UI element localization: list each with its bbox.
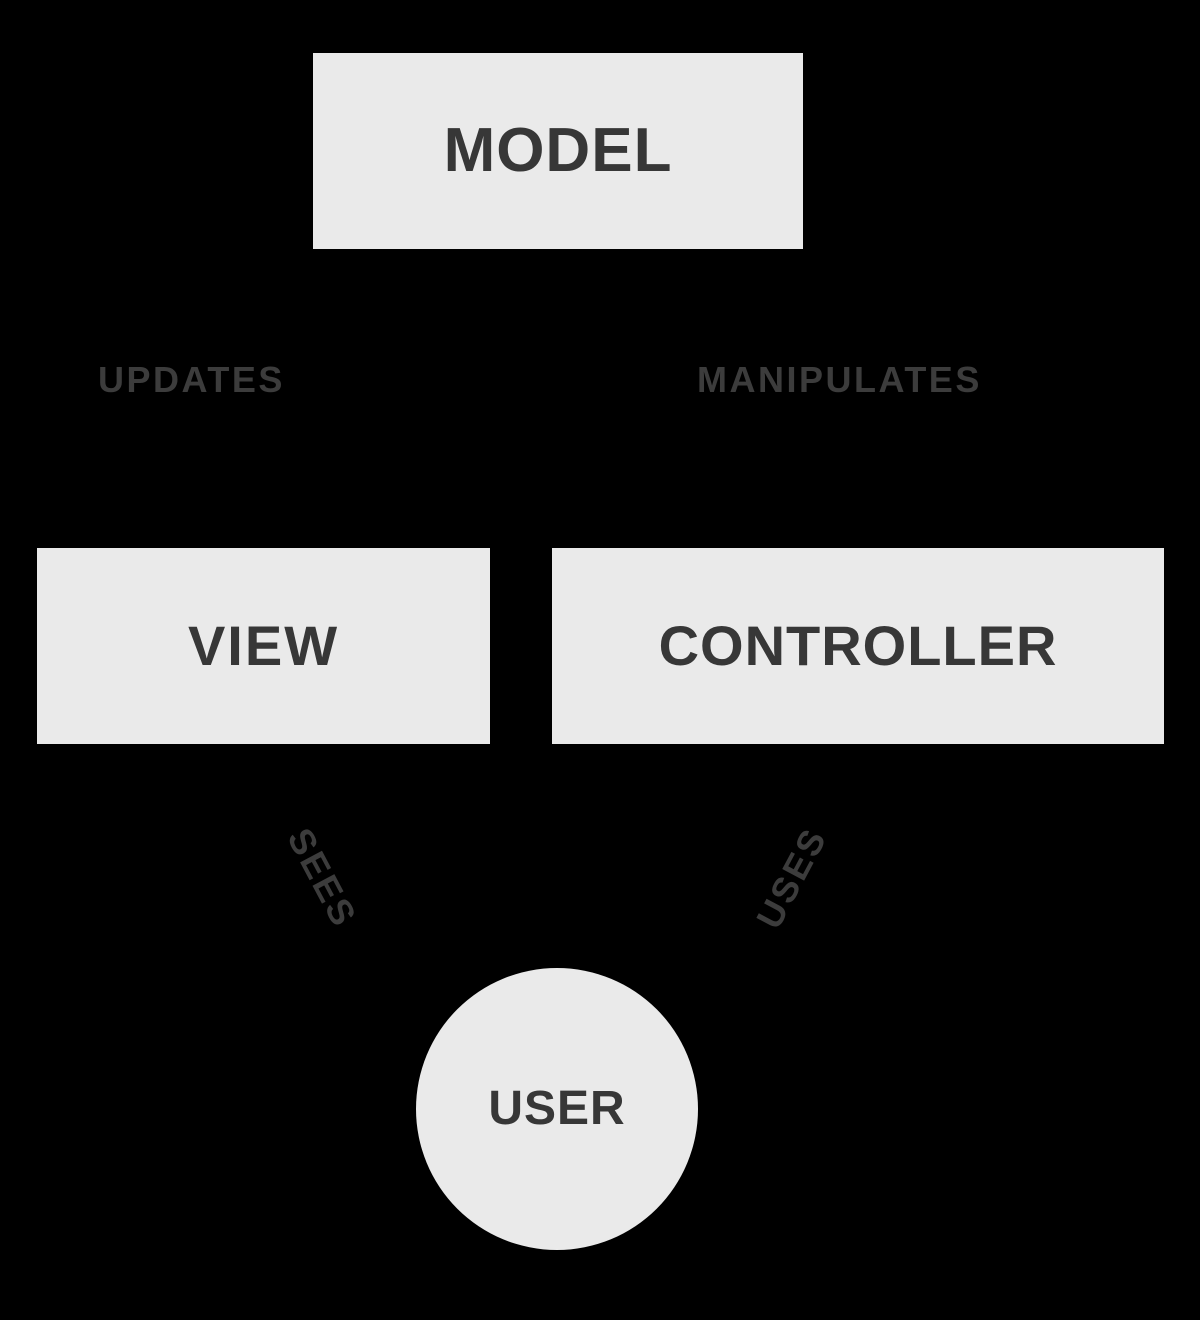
node-user-label: USER	[488, 1082, 626, 1135]
node-view-label: VIEW	[187, 614, 340, 677]
edge-label-updates: UPDATES	[98, 359, 285, 400]
node-view[interactable]: VIEW	[37, 548, 490, 744]
edge-label-manipulates: MANIPULATES	[697, 359, 982, 400]
edge-label-sees: SEES	[279, 821, 366, 935]
node-model-label: MODEL	[443, 116, 673, 185]
node-user[interactable]: USER	[416, 968, 698, 1250]
node-model[interactable]: MODEL	[313, 53, 803, 249]
edge-label-uses: USES	[748, 820, 836, 936]
node-controller-label: CONTROLLER	[658, 614, 1058, 677]
node-controller[interactable]: CONTROLLER	[552, 548, 1164, 744]
